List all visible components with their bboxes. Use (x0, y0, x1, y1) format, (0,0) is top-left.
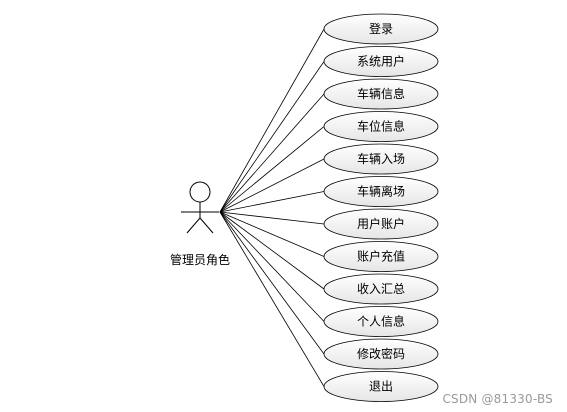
use-case-ellipse (323, 273, 439, 305)
association-line-vehicle-entry (219, 158, 325, 213)
use-case-personal-info: 个人信息 (323, 306, 439, 337)
use-case-label: 修改密码 (357, 346, 405, 361)
use-case-label: 用户账户 (357, 216, 405, 231)
association-line-login (219, 28, 325, 213)
association-line-income-summary (219, 211, 325, 290)
use-case-change-password: 修改密码 (323, 338, 439, 370)
use-case-ellipse (323, 338, 439, 370)
association-lines (219, 28, 325, 387)
use-case-vehicle-exit: 车辆离场 (323, 176, 439, 207)
association-line-parking-space-info (219, 126, 325, 213)
use-case-label: 登录 (369, 21, 393, 36)
use-case-user-account: 用户账户 (323, 208, 439, 240)
use-case-income-summary: 收入汇总 (323, 273, 439, 305)
use-case-ellipse (323, 176, 439, 207)
use-case-label: 车辆信息 (357, 86, 405, 101)
actor-label: 管理员角色 (170, 252, 230, 267)
use-case-vehicle-info: 车辆信息 (323, 78, 439, 110)
use-case-account-recharge: 账户充值 (323, 241, 439, 272)
use-case-login: 登录 (323, 13, 439, 45)
use-case-label: 账户充值 (357, 249, 405, 264)
actor: 管理员角色 (170, 181, 230, 267)
association-line-system-users (219, 61, 325, 213)
association-line-logout (219, 211, 325, 387)
use-case-label: 收入汇总 (357, 282, 405, 296)
use-case-label: 个人信息 (357, 314, 405, 329)
use-case-ellipse (323, 111, 439, 142)
use-case-label: 车位信息 (357, 119, 405, 134)
association-line-vehicle-info (219, 93, 325, 213)
use-case-ellipse (323, 46, 439, 77)
association-line-vehicle-exit (219, 191, 325, 213)
use-case-ellipse (323, 241, 439, 272)
use-case-ellipse (323, 78, 439, 110)
stick-figure-icon (181, 181, 219, 234)
use-case-parking-space-info: 车位信息 (323, 111, 439, 142)
association-line-account-recharge (219, 211, 325, 257)
use-case-label: 车辆离场 (357, 184, 405, 199)
use-case-ellipse (323, 306, 439, 337)
use-case-vehicle-entry: 车辆入场 (323, 143, 439, 175)
use-case-logout: 退出 (323, 371, 439, 402)
use-case-label: 系统用户 (357, 54, 405, 69)
association-line-personal-info (219, 211, 325, 322)
use-case-label: 退出 (369, 380, 393, 394)
use-case-list: 登录系统用户车辆信息车位信息车辆入场车辆离场用户账户账户充值收入汇总个人信息修改… (323, 13, 439, 402)
association-line-change-password (219, 211, 325, 355)
use-case-label: 车辆入场 (357, 151, 405, 166)
watermark: CSDN @81330-BS (442, 392, 553, 406)
use-case-ellipse (323, 13, 439, 45)
association-line-user-account (219, 211, 325, 225)
use-case-system-users: 系统用户 (323, 46, 439, 77)
use-case-ellipse (323, 371, 439, 402)
use-case-ellipse (323, 143, 439, 175)
use-case-ellipse (323, 208, 439, 240)
